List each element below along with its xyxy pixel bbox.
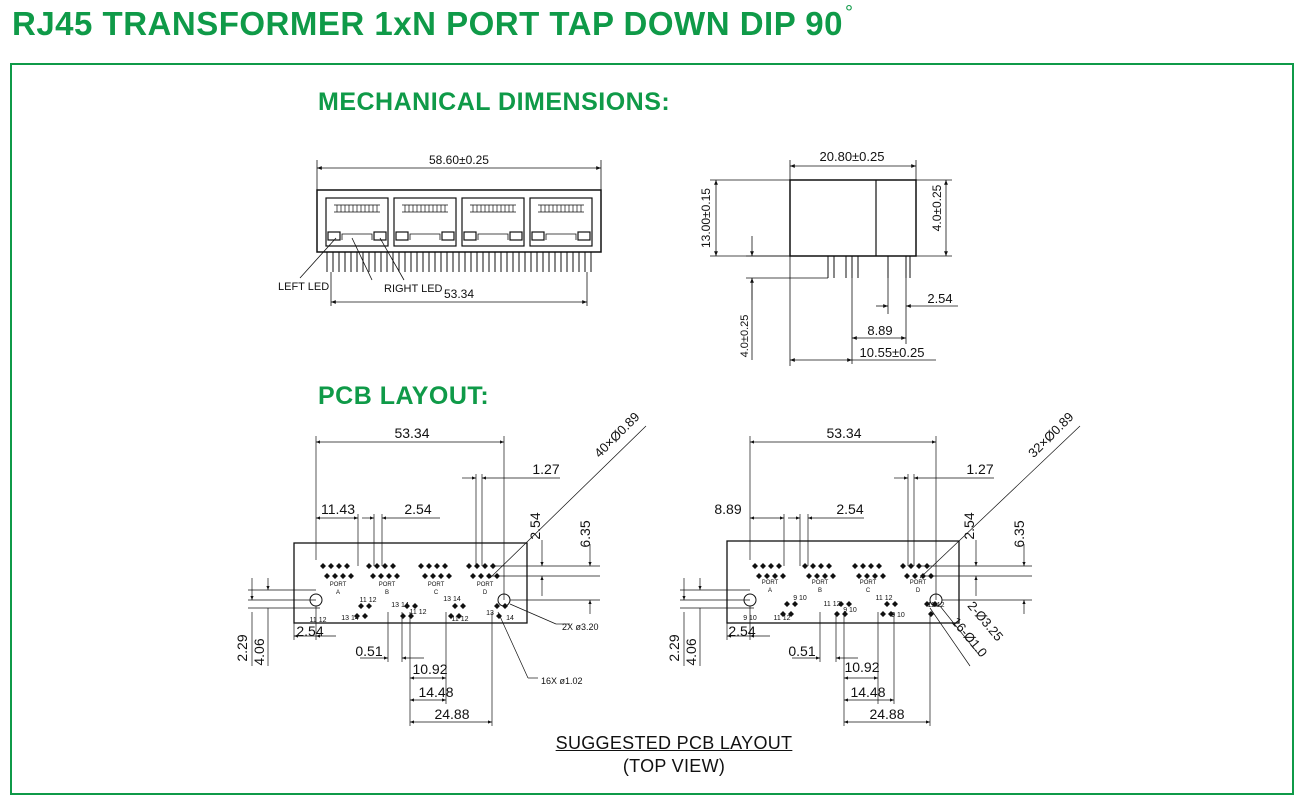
pcb-right-port-labels: PORT A PORT B PORT C PORT D bbox=[762, 580, 927, 594]
port-letter: B bbox=[385, 590, 389, 596]
pcb-heading: PCB LAYOUT: bbox=[318, 382, 490, 410]
port-label: PORT bbox=[379, 582, 396, 588]
pin-label: 11 12 bbox=[928, 602, 945, 609]
page-title: RJ45 TRANSFORMER 1xN PORT TAP DOWN DIP 9… bbox=[12, 2, 853, 51]
pin-label: 9 10 bbox=[843, 607, 857, 614]
pcb-left-pin-labels: 11 12 13 14 11 12 13 14 11 12 13 14 11 1… bbox=[310, 596, 514, 624]
port-label: PORT bbox=[477, 582, 494, 588]
pcb-right-pitch: 2.54 bbox=[836, 501, 863, 517]
pcb-right-x-pitch: 2.54 bbox=[728, 623, 755, 639]
pin-label: 11 12 bbox=[360, 597, 377, 604]
pin-label: 11 12 bbox=[410, 609, 427, 616]
pcb-right-port-offset: 8.89 bbox=[714, 501, 741, 517]
pin-label: 13 14 bbox=[341, 615, 359, 622]
caption-title: SUGGESTED PCB LAYOUT bbox=[555, 733, 793, 753]
pcb-left-row-pitch: 2.54 bbox=[527, 512, 543, 539]
front-ports bbox=[325, 197, 593, 247]
pcb-right-layout bbox=[680, 425, 1081, 726]
port-letter: A bbox=[336, 590, 340, 596]
pcb-right-d3: 24.88 bbox=[869, 706, 904, 722]
pcb-left-y2: 4.06 bbox=[251, 638, 267, 665]
pcb-left-row-height: 6.35 bbox=[577, 520, 593, 547]
front-view bbox=[299, 160, 602, 306]
pcb-right-y1: 2.29 bbox=[666, 634, 682, 661]
port-label: PORT bbox=[330, 582, 347, 588]
caption-subtitle: (TOP VIEW) bbox=[622, 756, 726, 776]
pcb-left-d2: 14.48 bbox=[418, 684, 453, 700]
dim-side-post-offset: 10.55±0.25 bbox=[860, 345, 925, 360]
title-text: RJ45 TRANSFORMER 1xN PORT TAP DOWN DIP 9… bbox=[12, 5, 843, 42]
port-letter: D bbox=[916, 588, 921, 594]
pcb-left-hole-callout: 40×Ø0.89 bbox=[591, 409, 642, 460]
dim-side-pitch: 2.54 bbox=[927, 291, 952, 306]
pcb-left-port-labels: PORT A PORT B PORT C PORT D bbox=[330, 582, 494, 596]
pcb-right-x-offset: 0.51 bbox=[788, 643, 815, 659]
pin-label: 14 bbox=[506, 615, 514, 622]
pcb-left-pitch: 2.54 bbox=[404, 501, 431, 517]
port-letter: B bbox=[818, 588, 822, 594]
dim-front-pin-span: 53.34 bbox=[444, 287, 474, 301]
pcb-right-hole-callout: 32×Ø0.89 bbox=[1025, 409, 1076, 460]
drawing-frame bbox=[10, 63, 1294, 795]
pin-label: 11 12 bbox=[876, 595, 893, 602]
pcb-right-holes bbox=[752, 563, 938, 617]
port-letter: C bbox=[866, 588, 871, 594]
port-label: PORT bbox=[910, 580, 927, 586]
left-led-label: LEFT LED bbox=[278, 281, 329, 293]
pcb-left-port-offset: 11.43 bbox=[321, 501, 355, 517]
dim-front-width: 58.60±0.25 bbox=[429, 153, 489, 167]
pin-label: 11 12 bbox=[310, 617, 327, 624]
pin-label: 9 10 bbox=[891, 612, 905, 619]
pcb-right-row-pitch: 2.54 bbox=[961, 512, 977, 539]
pcb-right-half-pitch: 1.27 bbox=[966, 461, 993, 477]
dim-side-standoff: 4.0±0.25 bbox=[930, 184, 944, 231]
pin-label: 11 12 bbox=[452, 616, 469, 623]
port-label: PORT bbox=[762, 580, 779, 586]
port-letter: A bbox=[768, 588, 772, 594]
port-label: PORT bbox=[812, 580, 829, 586]
pin-label: 13 14 bbox=[391, 602, 409, 609]
pin-label: 13 bbox=[486, 610, 494, 617]
pcb-right-row-height: 6.35 bbox=[1011, 520, 1027, 547]
pin-label: 9 10 bbox=[743, 615, 757, 622]
pin-label: 9 10 bbox=[793, 595, 807, 602]
dim-side-depth: 20.80±0.25 bbox=[820, 149, 885, 164]
pcb-left-led-callout: 16X ø1.02 bbox=[541, 676, 583, 686]
pcb-left-x-offset: 0.51 bbox=[355, 643, 382, 659]
pcb-left-d3: 24.88 bbox=[434, 706, 469, 722]
port-label: PORT bbox=[428, 582, 445, 588]
pcb-left-span: 53.34 bbox=[394, 425, 429, 441]
port-letter: D bbox=[483, 590, 488, 596]
pcb-left-x-pitch: 2.54 bbox=[296, 623, 323, 639]
degree-symbol: ° bbox=[844, 2, 854, 24]
pcb-left-post-callout: 2X ø3.20 bbox=[562, 622, 599, 632]
dim-side-row-offset: 8.89 bbox=[867, 323, 892, 338]
pcb-left-half-pitch: 1.27 bbox=[532, 461, 559, 477]
dim-side-pin-length: 4.0±0.25 bbox=[739, 315, 751, 358]
pcb-right-span: 53.34 bbox=[826, 425, 861, 441]
dim-side-height: 13.00±0.15 bbox=[699, 188, 713, 248]
port-letter: C bbox=[434, 590, 439, 596]
pcb-left-holes bbox=[320, 563, 508, 619]
pcb-right-pin-labels: 9 10 11 12 9 10 11 12 9 10 11 12 9 10 11… bbox=[743, 595, 944, 622]
front-pins bbox=[326, 252, 592, 272]
pcb-left-layout bbox=[248, 425, 647, 726]
pcb-left-d1: 10.92 bbox=[412, 661, 447, 677]
pcb-right-y2: 4.06 bbox=[683, 638, 699, 665]
pcb-right-d1: 10.92 bbox=[844, 659, 879, 675]
pcb-left-y1: 2.29 bbox=[234, 634, 250, 661]
right-led-label: RIGHT LED bbox=[384, 283, 443, 295]
pin-label: 11 12 bbox=[824, 601, 841, 608]
pcb-right-d2: 14.48 bbox=[850, 684, 885, 700]
mechanical-heading: MECHANICAL DIMENSIONS: bbox=[318, 88, 671, 116]
pin-label: 11 12 bbox=[774, 615, 791, 622]
pin-label: 13 14 bbox=[443, 596, 461, 603]
port-label: PORT bbox=[860, 580, 877, 586]
side-view bbox=[710, 160, 958, 366]
